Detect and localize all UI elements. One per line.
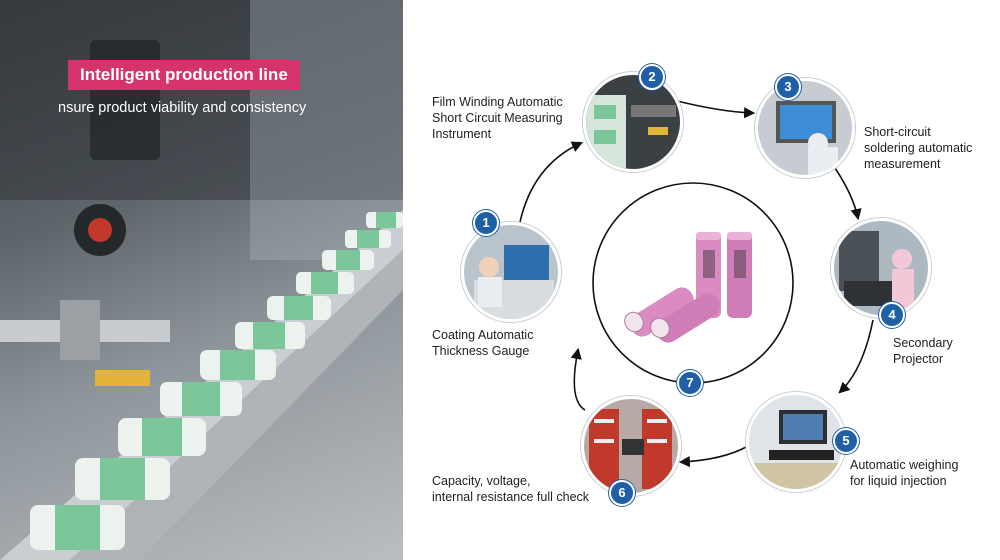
step-1-photo bbox=[461, 222, 561, 322]
arrow-1-to-2 bbox=[519, 141, 584, 223]
center-circle bbox=[592, 182, 794, 384]
step-2-badge: 2 bbox=[639, 64, 665, 90]
step-5-photo bbox=[746, 392, 846, 492]
step-1-badge: 1 bbox=[473, 210, 499, 236]
banner-title: Intelligent production line bbox=[68, 60, 300, 90]
arrow-6-to-7 bbox=[570, 347, 586, 411]
step-4-photo bbox=[831, 218, 931, 318]
step-3-photo bbox=[755, 78, 855, 178]
production-line-photo: Intelligent production line nsure produc… bbox=[0, 0, 403, 560]
cycle-arrows bbox=[519, 99, 874, 468]
step-6-photo bbox=[581, 396, 681, 496]
step-3-badge: 3 bbox=[775, 74, 801, 100]
step-6-badge: 6 bbox=[609, 480, 635, 506]
arrow-4-to-5 bbox=[838, 319, 874, 394]
step-6-label: Capacity, voltage,internal resistance fu… bbox=[432, 474, 590, 504]
step-7-badge: 7 bbox=[677, 370, 703, 396]
arrow-5-to-6 bbox=[678, 445, 749, 468]
banner-subtitle: nsure product viability and consistency bbox=[58, 100, 307, 116]
step-4-badge: 4 bbox=[879, 302, 905, 328]
step-2-photo bbox=[583, 72, 683, 172]
battery-cells-on-belt bbox=[30, 212, 403, 550]
conveyor-illustration bbox=[0, 0, 403, 560]
battery-product-image bbox=[624, 232, 752, 343]
step-5-badge: 5 bbox=[833, 428, 859, 454]
arrow-3-to-4 bbox=[834, 167, 862, 221]
arrow-2-to-3 bbox=[672, 99, 756, 119]
